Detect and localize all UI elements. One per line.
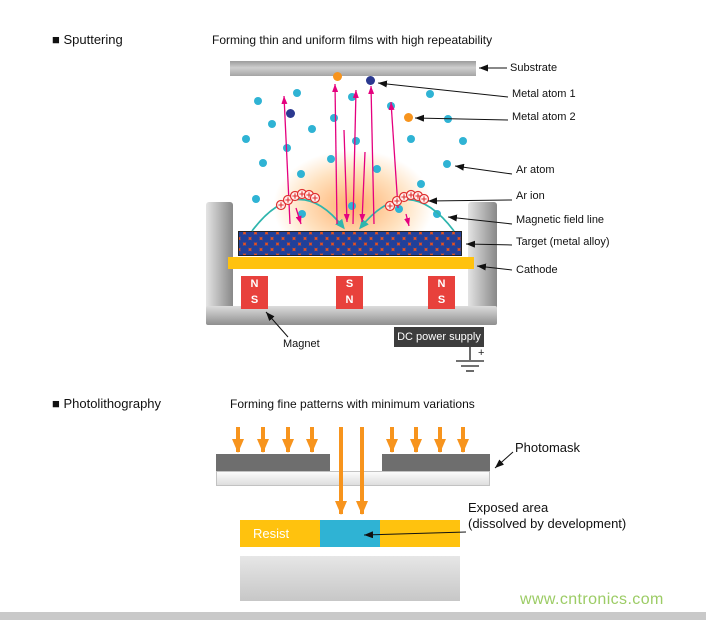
cathode-label: Cathode	[516, 264, 558, 276]
watermark: www.cntronics.com	[520, 591, 664, 608]
ar-atom-dot	[283, 144, 291, 152]
ar-atom-dot	[433, 210, 441, 218]
exposed-area-region	[320, 520, 380, 547]
ground-symbol	[456, 347, 484, 372]
ar-atom-dot	[252, 195, 260, 203]
photolithography-section-label: ■ Photolithography	[52, 396, 162, 411]
ar-atom-dot	[297, 170, 305, 178]
photomask-chrome-right	[382, 454, 490, 471]
ar-atom-dot	[327, 155, 335, 163]
magnet-pole-label: N	[250, 277, 259, 290]
ar-atom-dot	[330, 114, 338, 122]
ar-atom-dot	[444, 115, 452, 123]
magnet-right: N S	[428, 276, 455, 309]
ar-atom-dot	[293, 89, 301, 97]
photomask-chrome-left	[216, 454, 330, 471]
magnet-pole-label: S	[437, 294, 446, 307]
metal-atom-2-dot	[403, 112, 413, 122]
ar-atom-dot	[308, 125, 316, 133]
magnet-pole-label: S	[250, 294, 259, 307]
photomask-label: Photomask	[515, 440, 581, 455]
magnet-pole-label: S	[345, 277, 354, 290]
metal-atom-1-label: Metal atom 1	[512, 88, 576, 100]
ar-atom-dot	[407, 135, 415, 143]
photomask-leader-line	[494, 451, 514, 469]
ar-atom-dot	[348, 93, 356, 101]
magnetic-field-line-label: Magnetic field line	[516, 214, 605, 226]
photomask-glass	[216, 471, 490, 486]
ar-atom-dot	[268, 120, 276, 128]
metal-atom-1-leader-line	[377, 80, 509, 98]
exposed-area-label-line1: Exposed area	[468, 500, 549, 515]
target-label: Target (metal alloy)	[516, 236, 610, 248]
substrate-label: Substrate	[510, 62, 558, 74]
exposed-area-label-line2: (dissolved by development)	[468, 516, 627, 531]
ar-atom-dot	[395, 205, 403, 213]
ar-ion-label: Ar ion	[516, 190, 545, 202]
target-metal-alloy-bar	[238, 231, 462, 256]
ar-atom-dot	[417, 180, 425, 188]
bottom-border-strip	[0, 612, 706, 620]
wafer-substrate-block	[240, 556, 460, 601]
ar-atom-dot	[298, 210, 306, 218]
magnet-pole-label: N	[437, 277, 446, 290]
dc-plus-label: +	[478, 347, 484, 359]
ar-atom-dot	[352, 137, 360, 145]
ar-atom-dot	[348, 202, 356, 210]
ar-atom-dot	[242, 135, 250, 143]
photolithography-subtitle: Forming fine patterns with minimum varia…	[230, 397, 475, 411]
ar-atom-dot	[459, 137, 467, 145]
ar-atom-dot	[373, 165, 381, 173]
ar-atom-dot	[426, 90, 434, 98]
ar-atom-dot	[443, 160, 451, 168]
ar-atom-label: Ar atom	[516, 164, 555, 176]
ar-atom-dot	[254, 97, 262, 105]
magnet-center: S N	[336, 276, 363, 309]
metal-atom-2-dot	[332, 71, 342, 81]
cathode-bar	[228, 257, 474, 269]
resist-label: Resist	[253, 526, 290, 541]
ar-atom-dot	[387, 102, 395, 110]
dc-power-supply-label: DC power supply	[397, 331, 481, 343]
resist-bar: Resist	[240, 520, 460, 547]
magnet-pole-label: N	[345, 294, 354, 307]
sputtering-section-label: ■ Sputtering	[52, 32, 123, 47]
magnet-label: Magnet	[283, 338, 320, 350]
dc-power-supply-box: DC power supply	[394, 327, 484, 347]
metal-atom-2-label: Metal atom 2	[512, 111, 576, 123]
magnet-left: N S	[241, 276, 268, 309]
metal-atom-1-dot	[365, 75, 375, 85]
ar-atom-dot	[259, 159, 267, 167]
metal-atom-1-dot	[285, 108, 295, 118]
sputtering-subtitle: Forming thin and uniform films with high…	[212, 33, 493, 47]
substrate-bar	[230, 61, 476, 76]
